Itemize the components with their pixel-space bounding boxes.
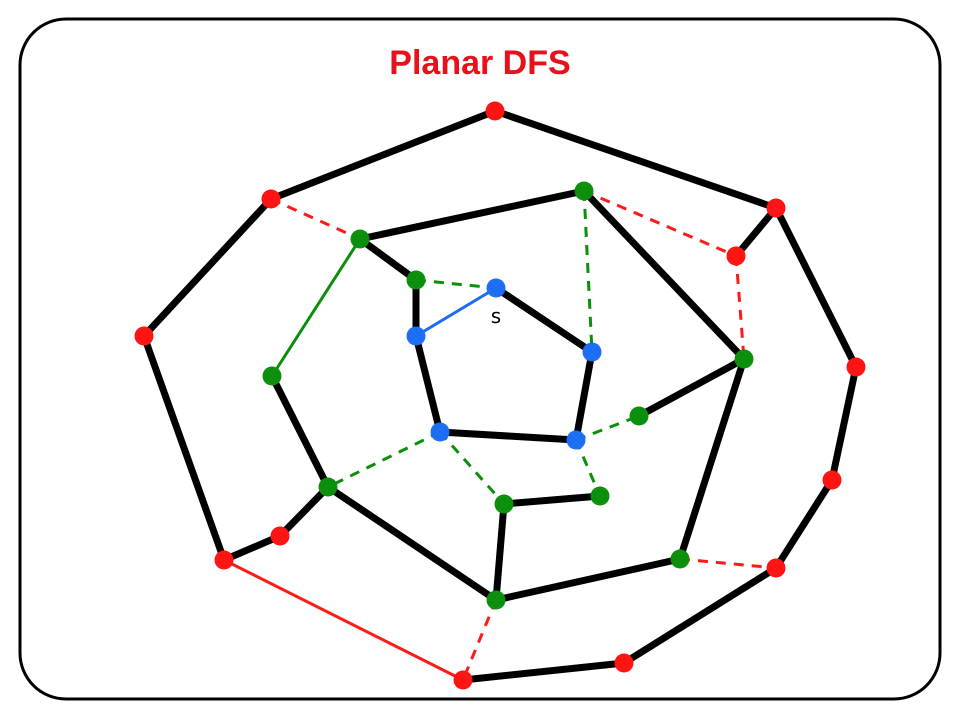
edge-black-solid — [268, 372, 332, 491]
edge-black-solid — [140, 195, 275, 340]
source-vertex-label: s — [491, 304, 501, 328]
edge-black-solid — [492, 500, 508, 604]
edge-black-solid — [732, 204, 780, 260]
edge-green-dashed — [575, 414, 640, 442]
vertex-red — [214, 550, 234, 570]
edge-black-solid — [492, 284, 596, 356]
edge-black-solid — [459, 659, 628, 684]
edge-red-dashed — [461, 599, 498, 681]
edge-black-solid — [580, 187, 748, 363]
edge-black-solid — [620, 564, 780, 667]
edge-black-solid — [772, 476, 836, 572]
edge-red-dashed — [583, 189, 737, 258]
edge-green-dashed — [327, 430, 441, 489]
edge-black-solid — [276, 483, 332, 540]
vertex-green — [486, 590, 506, 610]
vertex-green — [670, 549, 690, 569]
edge-black-solid — [772, 204, 860, 371]
vertex-red — [261, 189, 281, 209]
edge-blue-solid — [414, 286, 498, 338]
vertex-green — [494, 494, 514, 514]
vertex-red — [614, 653, 634, 673]
vertex-red — [270, 526, 290, 546]
edge-black-solid — [676, 355, 748, 563]
vertex-green — [262, 366, 282, 386]
edge-black-solid — [324, 483, 500, 604]
edge-red-solid — [222, 558, 465, 682]
edge-black-solid — [492, 555, 684, 604]
edge-black-solid — [220, 532, 284, 564]
vertex-green — [350, 229, 370, 249]
edge-red-dashed — [679, 557, 777, 570]
vertex-green — [734, 349, 754, 369]
vertex-green — [318, 477, 338, 497]
edge-black-solid — [500, 492, 604, 508]
vertex-red — [822, 470, 842, 490]
edge-green-dashed — [582, 190, 594, 353]
edge-black-solid — [436, 428, 580, 444]
edge-green-dashed — [438, 431, 506, 505]
vertex-green — [574, 181, 594, 201]
vertex-green — [629, 406, 649, 426]
vertex-blue — [566, 430, 586, 450]
edge-black-solid — [356, 187, 588, 243]
edge-black-solid — [828, 363, 860, 484]
edge-black-solid — [635, 355, 748, 420]
vertex-red — [766, 198, 786, 218]
edge-green-dashed — [415, 278, 497, 290]
vertex-red — [134, 326, 154, 346]
node-layer — [134, 101, 866, 690]
source-vertex — [486, 278, 506, 298]
vertex-red — [453, 670, 473, 690]
edge-black-solid — [572, 348, 596, 444]
edge-black-solid — [412, 332, 444, 436]
vertex-blue — [430, 422, 450, 442]
edge-black-solid — [140, 332, 228, 564]
vertex-red — [726, 246, 746, 266]
vertex-red — [485, 101, 505, 121]
edge-green-solid — [270, 237, 362, 378]
edge-red-dashed — [270, 197, 361, 241]
vertex-blue — [406, 326, 426, 346]
diagram-title: Planar DFS — [389, 44, 570, 82]
vertex-blue — [582, 342, 602, 362]
edge-black-solid — [356, 235, 420, 284]
diagram-frame — [18, 17, 942, 701]
vertex-red — [766, 558, 786, 578]
vertex-green — [590, 486, 610, 506]
edge-black-solid — [267, 107, 499, 203]
vertex-green — [406, 270, 426, 290]
vertex-red — [846, 357, 866, 377]
edge-black-solid — [491, 107, 780, 212]
